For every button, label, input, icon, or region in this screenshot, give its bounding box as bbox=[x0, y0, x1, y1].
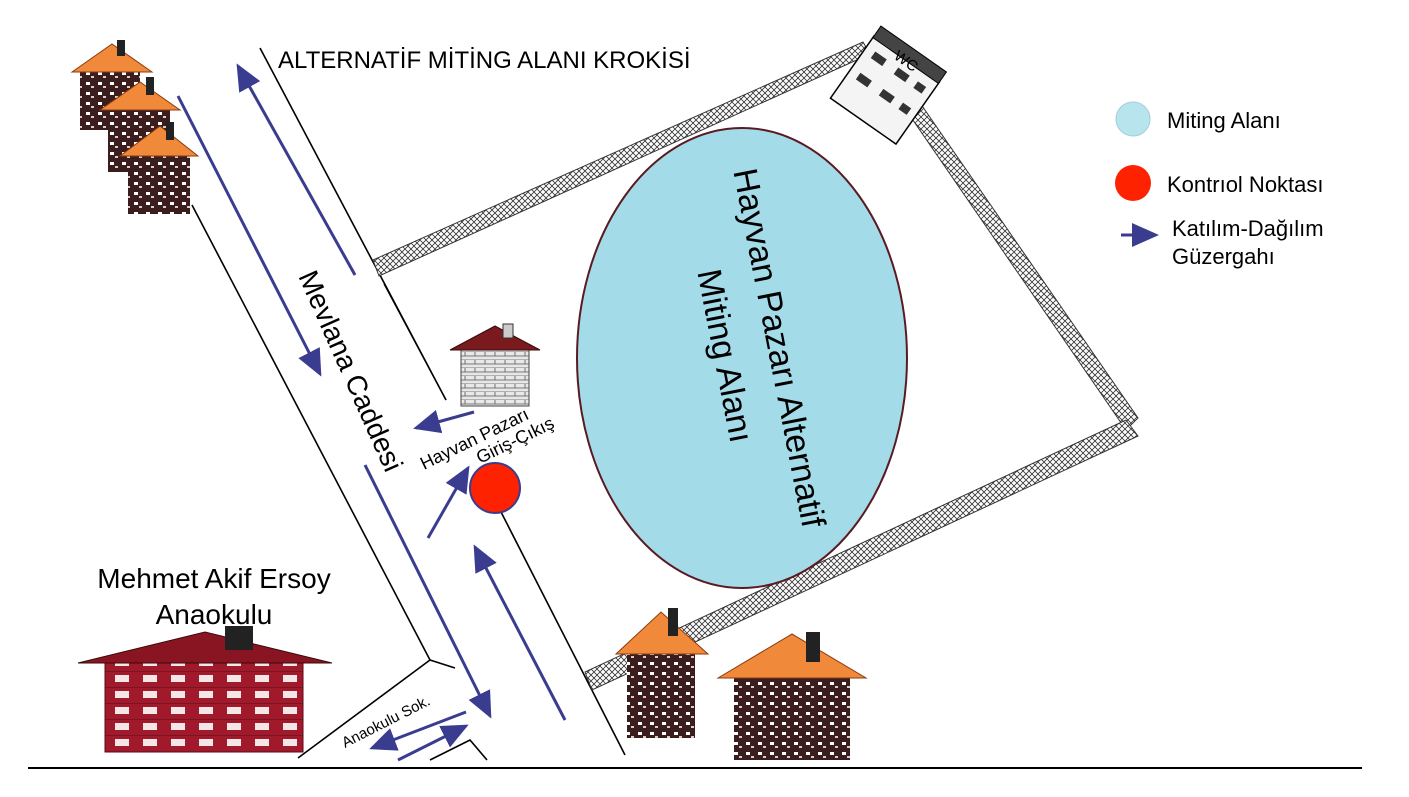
checkpoint-marker bbox=[469, 462, 521, 514]
route-arrow bbox=[363, 464, 492, 719]
legend: Miting Alanı Kontrıol Noktası Katılım-Da… bbox=[1115, 101, 1324, 269]
route-arrow bbox=[413, 410, 475, 434]
school-label-1: Mehmet Akif Ersoy bbox=[97, 563, 330, 594]
school-label-2: Anaokulu bbox=[156, 599, 273, 630]
wc-building bbox=[829, 25, 948, 146]
house bbox=[614, 608, 710, 738]
legend-rally-swatch bbox=[1115, 101, 1151, 137]
legend-checkpoint-label: Kontrıol Noktası bbox=[1167, 172, 1324, 197]
route-arrow bbox=[176, 95, 322, 377]
houses-bottom-right bbox=[614, 608, 868, 760]
entrance-building bbox=[449, 323, 541, 407]
route-arrows bbox=[176, 63, 567, 762]
route-arrow bbox=[473, 544, 567, 721]
route-arrow bbox=[369, 710, 467, 751]
house bbox=[98, 77, 182, 172]
compound-fence bbox=[372, 41, 1139, 691]
legend-route-label-2: Güzergahı bbox=[1172, 244, 1275, 269]
house bbox=[118, 122, 200, 214]
school-building bbox=[77, 626, 333, 753]
legend-rally-label: Miting Alanı bbox=[1167, 108, 1281, 133]
route-arrow bbox=[397, 724, 469, 762]
legend-checkpoint-swatch bbox=[1115, 165, 1151, 201]
route-arrow bbox=[426, 465, 470, 539]
houses-top-left bbox=[70, 40, 200, 214]
compound-west-edge bbox=[383, 283, 447, 401]
legend-route-label-1: Katılım-Dağılım bbox=[1172, 216, 1324, 241]
rally-area bbox=[576, 127, 908, 589]
route-arrow bbox=[236, 63, 357, 276]
map-title: ALTERNATİF MİTİNG ALANI KROKİSİ bbox=[278, 47, 691, 74]
house bbox=[716, 632, 868, 760]
